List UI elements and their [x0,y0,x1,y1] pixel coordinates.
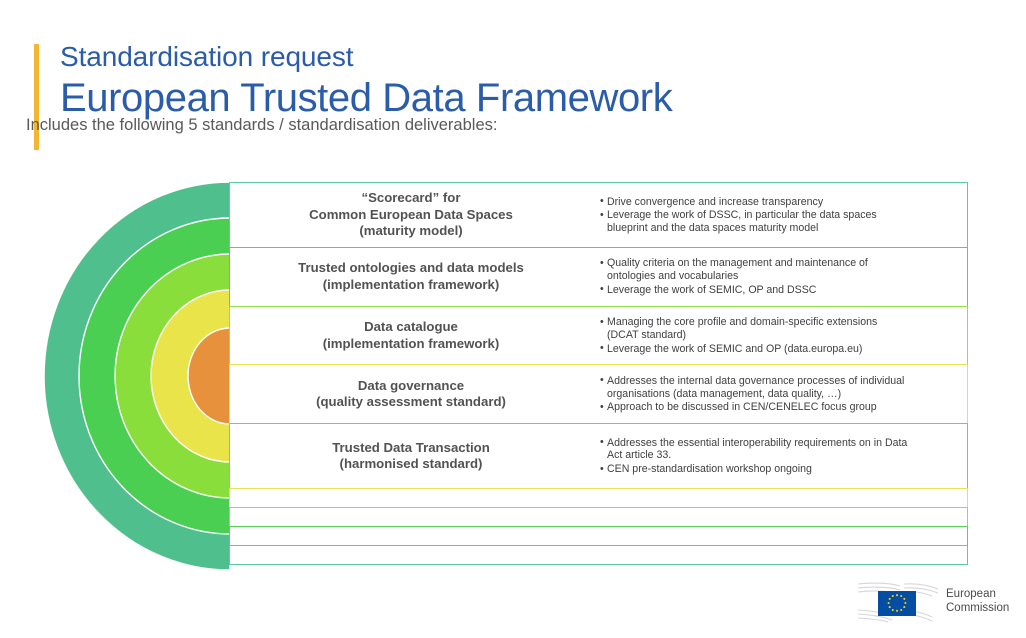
table-row-empty [229,544,968,565]
bullet-text: Leverage the work of SEMIC and OP (data.… [607,342,863,355]
description-bullet: CEN pre-standardisation workshop ongoing [600,463,959,476]
arc-band-5 [187,327,231,425]
table-row: Trusted Data Transaction(harmonised stan… [229,423,968,490]
deliverable-name-text: Data governance(quality assessment stand… [316,378,506,411]
description-bullet: Approach to be discussed in CEN/CENELEC … [600,401,959,414]
deliverable-name-cell: Trusted ontologies and data models(imple… [230,248,592,306]
description-bullet: Drive convergence and increase transpare… [600,195,959,209]
deliverable-name-line: (implementation framework) [322,335,500,351]
description-bullet: Leverage the work of DSSC, in particular… [600,209,959,234]
table-row-empty [229,525,968,546]
deliverable-name-line: (maturity model) [359,223,463,239]
bullet-text: Approach to be discussed in CEN/CENELEC … [607,401,877,414]
deliverable-description-cell: Addresses the internal data governance p… [592,365,967,423]
bullet-continuation: (DCAT standard) [607,328,687,341]
description-bullet: Leverage the work of SEMIC and OP (data.… [600,342,959,356]
eyebrow-title: Standardisation request [60,41,354,72]
logo-text: European Commission [946,588,1009,615]
description-bullet: Addresses the internal data governance p… [600,374,959,400]
deliverable-name-line: Data catalogue [364,319,458,335]
bullet-text: Addresses the essential interoperability… [607,436,908,449]
logo-text-line2: Commission [946,601,1010,614]
deliverable-name-cell: Trusted Data Transaction(harmonised stan… [230,424,592,488]
eu-flag-icon [857,582,939,623]
page-header: Standardisation request European Trusted… [34,41,974,154]
table-row: Data catalogue(implementation framework)… [229,305,968,366]
description-bullet: Quality criteria on the management and m… [600,257,959,282]
european-commission-logo: European Commission [856,580,1016,626]
deliverable-name-text: Data catalogue(implementation framework) [323,319,500,352]
bullet-continuation: blueprint and the data spaces maturity m… [607,221,819,234]
description-bullet: Addresses the essential interoperability… [600,436,959,462]
concentric-arcs-graphic [44,182,231,570]
eu-stars [887,594,907,612]
deliverable-name-cell: Data catalogue(implementation framework) [230,307,592,365]
deliverable-name-line: (harmonised standard) [339,456,483,472]
bullet-text: Managing the core profile and domain-spe… [607,316,878,329]
bullet-text: Leverage the work of SEMIC, OP and DSSC [607,283,817,296]
table-row: Data governance(quality assessment stand… [229,364,968,425]
table-row-empty [229,488,968,509]
deliverable-name-line: Trusted Data Transaction [332,439,490,455]
page-title: European Trusted Data Framework [60,76,673,120]
table-row: Trusted ontologies and data models(imple… [229,246,968,307]
page-subtitle: Includes the following 5 standards / sta… [26,116,498,134]
bullet-text: Leverage the work of DSSC, in particular… [607,209,877,222]
bullet-text: Drive convergence and increase transpare… [607,195,824,208]
bullet-continuation: Act article 33. [607,449,672,462]
bullet-text: Quality criteria on the management and m… [607,257,868,270]
bullet-continuation: ontologies and vocabularies [607,269,739,282]
deliverable-description-cell: Addresses the essential interoperability… [592,424,967,488]
deliverable-name-line: (implementation framework) [322,276,500,292]
description-bullet: Leverage the work of SEMIC, OP and DSSC [600,283,959,297]
deliverable-name-line: Trusted ontologies and data models [298,260,524,276]
deliverable-name-line: “Scorecard” for [361,190,461,206]
bullet-continuation: organisations (data management, data qua… [607,387,842,400]
deliverable-description-cell: Quality criteria on the management and m… [592,248,967,306]
description-bullet: Managing the core profile and domain-spe… [600,316,959,341]
deliverable-name-line: Common European Data Spaces [309,206,513,222]
deliverable-name-line: Data governance [357,377,465,393]
table-row-empty [229,506,968,527]
deliverable-name-line: (quality assessment standard) [316,394,506,410]
deliverable-description-cell: Drive convergence and increase transpare… [592,183,967,247]
deliverable-name-text: Trusted Data Transaction(harmonised stan… [332,440,490,473]
title-accent-bar [34,44,39,150]
bullet-text: CEN pre-standardisation workshop ongoing [607,463,812,476]
deliverable-description-cell: Managing the core profile and domain-spe… [592,307,967,365]
deliverable-name-cell: Data governance(quality assessment stand… [230,365,592,423]
deliverable-name-text: Trusted ontologies and data models(imple… [298,260,524,293]
title-text-wrap: Standardisation request European Trusted… [60,38,673,122]
logo-text-line1: European [946,588,996,600]
bullet-text: Addresses the internal data governance p… [607,374,905,387]
